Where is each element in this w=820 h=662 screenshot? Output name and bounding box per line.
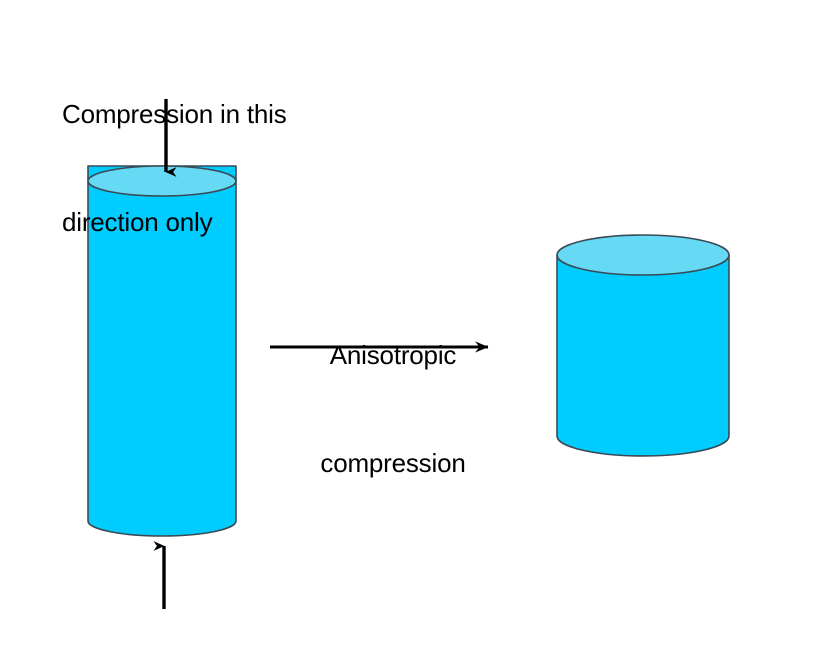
compression-label-line-2: direction only bbox=[62, 207, 213, 237]
compression-direction-label: Compression in this direction only bbox=[62, 24, 287, 312]
tall-cylinder bbox=[87, 165, 237, 537]
anisotropic-compression-label: Anisotropic compression bbox=[300, 265, 486, 553]
short-cylinder-body bbox=[556, 254, 730, 457]
compression-label-line-1: Compression in this bbox=[62, 99, 287, 129]
short-cylinder-top-ellipse bbox=[556, 234, 730, 276]
short-cylinder bbox=[556, 234, 730, 457]
tall-cylinder-top-ellipse bbox=[87, 165, 237, 197]
tall-cylinder-body bbox=[87, 165, 237, 537]
anisotropic-label-line-1: Anisotropic bbox=[329, 340, 457, 370]
anisotropic-label-line-2: compression bbox=[320, 448, 466, 478]
